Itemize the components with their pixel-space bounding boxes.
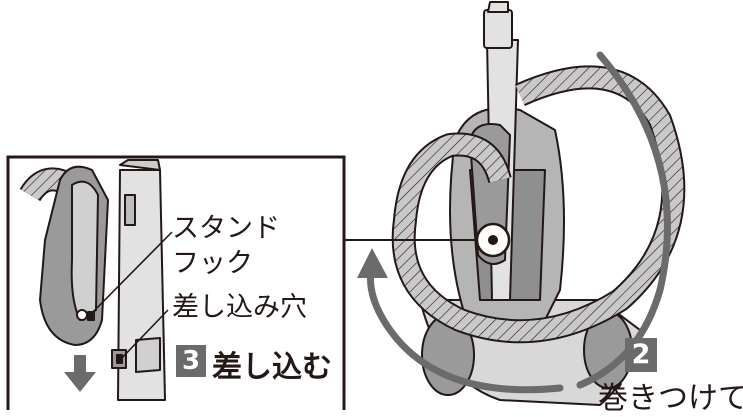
label-stand: スタンド: [172, 213, 280, 244]
step2-text: 巻きつけて: [598, 381, 743, 416]
wrap-arrow-left: [366, 261, 564, 394]
step3-text: 差し込む: [212, 350, 332, 385]
zoom-inset-illustration: [19, 159, 166, 401]
label-hook: フック: [172, 248, 253, 279]
step2-badge: 2: [625, 338, 657, 372]
vacuum-cleaner: [391, 1, 686, 406]
step3-badge: 3: [176, 345, 206, 377]
leader-insert-hole: [117, 309, 169, 363]
insert-down-arrow: [64, 355, 96, 392]
wrap-arrow-head: [357, 248, 388, 278]
zoom-inset-frame: [6, 155, 346, 410]
wrap-arrow-right: [576, 51, 671, 389]
label-insert-hole: 差し込み穴: [172, 292, 307, 323]
leader-stand-hook: [89, 231, 173, 316]
